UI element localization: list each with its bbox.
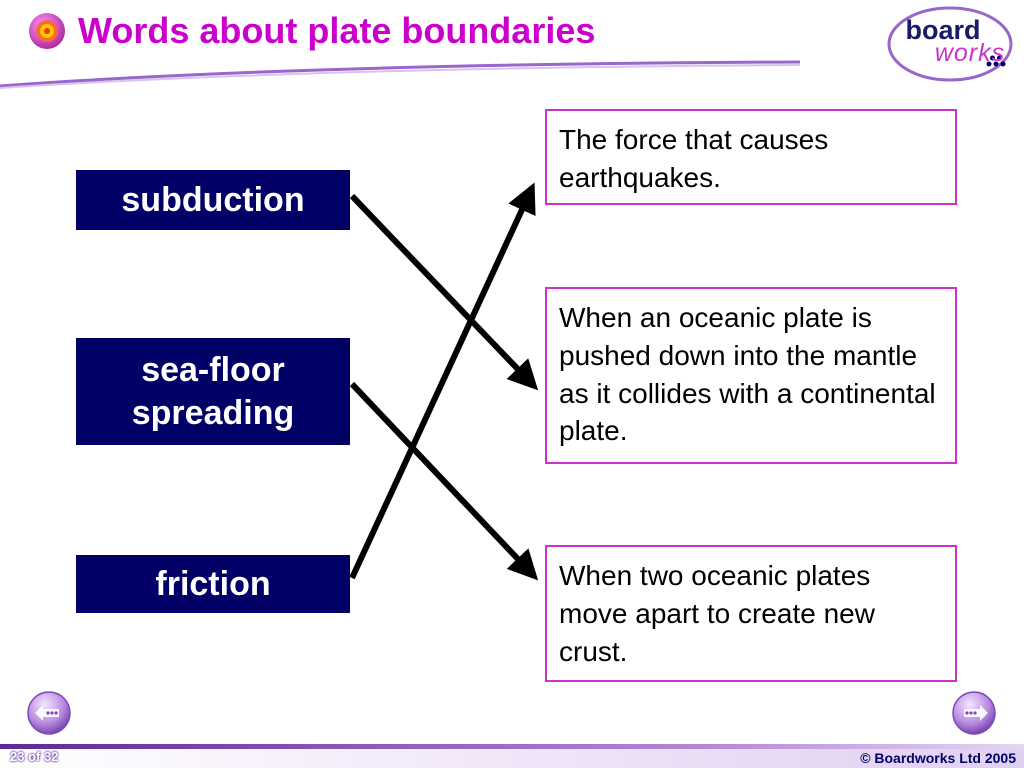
boardworks-logo: board works xyxy=(886,4,1018,84)
left-arrow-icon xyxy=(35,705,59,721)
slide-counter: 23 of 32 xyxy=(10,749,59,764)
definition-text: The force that causes earthquakes. xyxy=(559,124,829,193)
term-sea-floor-spreading[interactable]: sea-floor spreading xyxy=(76,338,350,445)
arrow-friction xyxy=(349,182,536,580)
term-subduction[interactable]: subduction xyxy=(76,170,350,230)
arrow-subduction xyxy=(349,193,539,391)
page-title: Words about plate boundaries xyxy=(78,10,596,51)
title-target-icon xyxy=(29,13,65,49)
term-label: subduction xyxy=(121,180,305,219)
definition-text: When an oceanic plate is pushed down int… xyxy=(559,302,936,447)
arrow-sea-floor-spreading xyxy=(349,381,539,581)
right-arrow-icon xyxy=(964,705,988,721)
term-label-line-2: spreading xyxy=(131,393,295,432)
definition-earthquake-force[interactable]: The force that causes earthquakes. xyxy=(545,109,957,205)
definition-sea-floor-spreading[interactable]: When two oceanic plates move apart to cr… xyxy=(545,545,957,682)
definition-subduction[interactable]: When an oceanic plate is pushed down int… xyxy=(545,287,957,464)
logo-text-board: board xyxy=(905,15,981,45)
footer-bar xyxy=(0,744,1024,749)
copyright-notice: © Boardworks Ltd 2005 xyxy=(860,750,1016,766)
logo-text-works: works xyxy=(934,39,1006,67)
definition-text: When two oceanic plates move apart to cr… xyxy=(559,560,875,667)
previous-slide-button[interactable] xyxy=(26,690,72,736)
term-label-line-1: sea-floor xyxy=(141,351,285,389)
term-label: friction xyxy=(155,564,271,603)
header-divider xyxy=(0,60,800,89)
next-slide-button[interactable] xyxy=(951,690,997,736)
footer-background xyxy=(0,749,1024,768)
term-friction[interactable]: friction xyxy=(76,555,350,613)
